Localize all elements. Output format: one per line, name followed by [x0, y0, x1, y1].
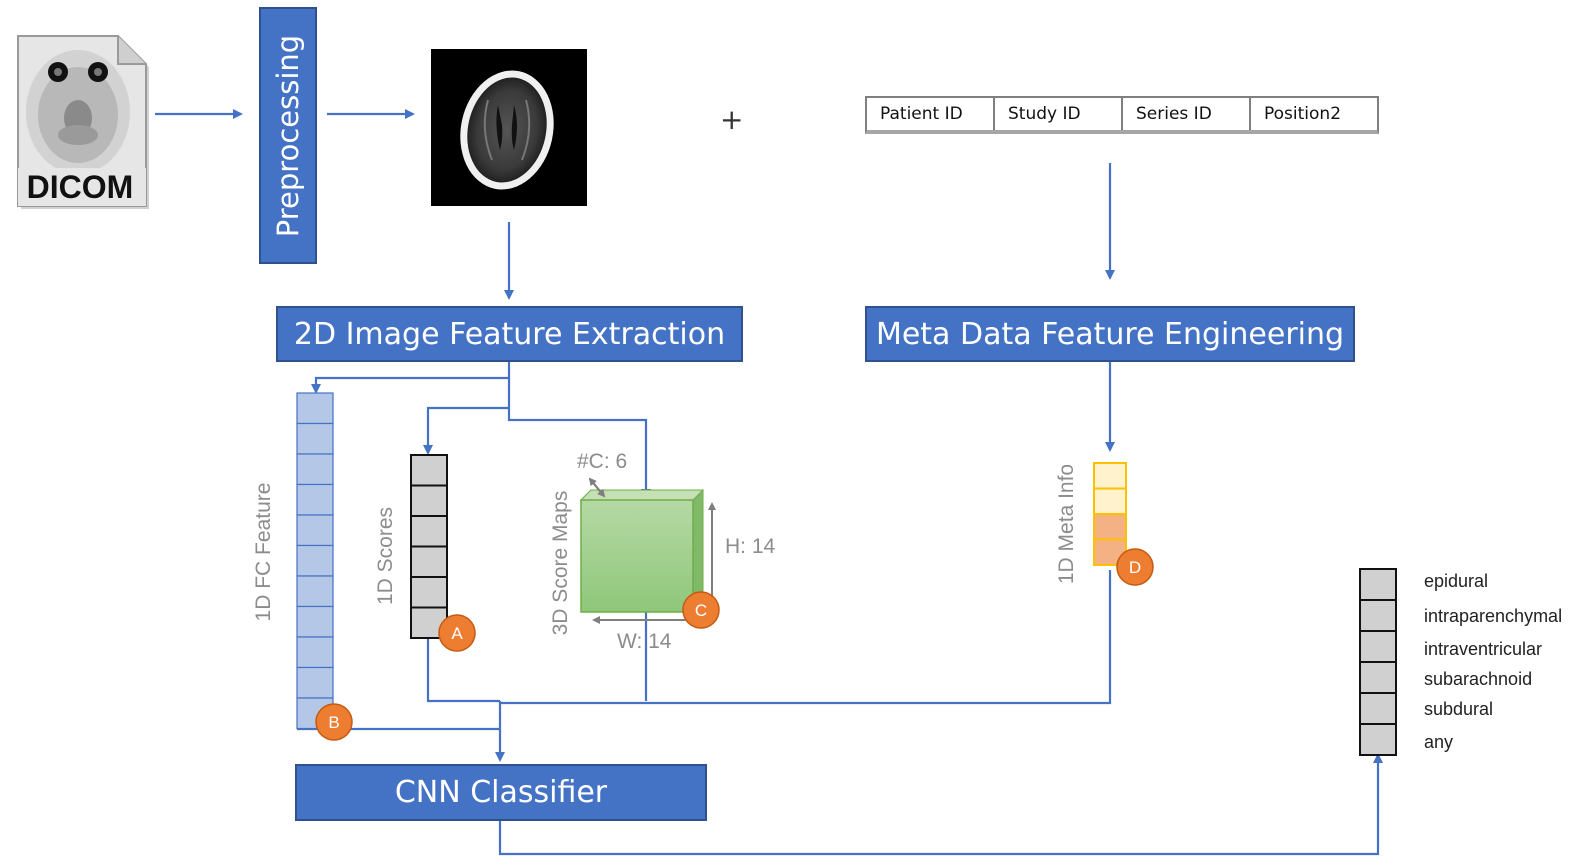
output-cell: [1359, 661, 1397, 694]
arrow-extraction-to-fc: [311, 362, 511, 394]
output-cell: [1359, 568, 1397, 601]
scores-label: 1D Scores: [374, 506, 397, 606]
fc-cell: [296, 453, 334, 486]
fc-cell: [296, 483, 334, 516]
meta-info-cell: [1093, 462, 1127, 490]
cnn-classifier-box: CNN Classifier: [295, 764, 707, 821]
meta-feature-engineering-label: Meta Data Feature Engineering: [875, 316, 1345, 352]
meta-cell-position2: Position2: [1264, 104, 1342, 124]
score-cell: [410, 576, 448, 609]
meta-info-cell: [1093, 513, 1127, 541]
output-label-subarachnoid: subarachnoid: [1424, 669, 1533, 689]
fc-cell: [296, 392, 334, 425]
marker-c-label: C: [695, 601, 707, 620]
line-scores-to-merge: [426, 638, 500, 703]
scores-vector: [410, 454, 448, 639]
dicom-file-icon: [17, 35, 149, 209]
score-maps-label: 3D Score Maps: [549, 490, 572, 636]
line-meta-info-to-merge: [500, 570, 1112, 705]
marker-c-circle: [682, 591, 720, 629]
width-label: W: 14: [617, 630, 672, 653]
arrow-extraction-to-scores: [423, 378, 511, 455]
output-label-intraparenchymal: intraparenchymal: [1424, 606, 1563, 626]
score-cell: [410, 515, 448, 548]
output-label-any: any: [1424, 732, 1454, 752]
meta-cell-series-id: Series ID: [1123, 98, 1251, 130]
meta-feature-engineering-box: Meta Data Feature Engineering: [865, 306, 1355, 362]
channels-label: #C: 6: [577, 450, 628, 473]
output-label-epidural: epidural: [1424, 571, 1489, 591]
marker-layer: A B C D: [315, 548, 1154, 741]
fc-cell: [296, 544, 334, 577]
marker-b-circle: [315, 703, 353, 741]
marker-b-label: B: [328, 713, 339, 732]
preprocessing-box: Preprocessing: [259, 7, 317, 264]
score-cell: [410, 484, 448, 517]
image-feature-extraction-label: 2D Image Feature Extraction: [293, 316, 726, 352]
image-feature-extraction-box: 2D Image Feature Extraction: [276, 306, 743, 362]
plus-operator: +: [720, 103, 744, 136]
height-label: H: 14: [725, 535, 776, 558]
fc-cell: [296, 422, 334, 455]
fc-cell: [296, 605, 334, 638]
meta-info-label: 1D Meta Info: [1055, 463, 1078, 585]
output-cell: [1359, 723, 1397, 756]
arrow-classifier-to-output: [498, 753, 1383, 856]
arrow-extraction-to-score-maps: [507, 408, 651, 499]
output-cell: [1359, 599, 1397, 632]
fc-cell: [296, 666, 334, 699]
dimension-arrows: [588, 477, 716, 624]
marker-a-label: A: [451, 624, 463, 643]
fc-feature-vector: [296, 392, 334, 730]
marker-d-circle: [1116, 548, 1154, 586]
fc-cell: [296, 514, 334, 547]
meta-info-cell: [1093, 487, 1127, 515]
output-cell: [1359, 692, 1397, 725]
fc-feature-label: 1D FC Feature: [252, 482, 275, 622]
connector-arrows: [155, 109, 1383, 856]
brain-ct-image: [431, 49, 587, 206]
meta-cell-patient-id: Patient ID: [867, 98, 995, 130]
output-vector: [1359, 568, 1397, 756]
score-cell: [410, 545, 448, 578]
channel-arrow-back: [588, 477, 605, 497]
marker-d-label: D: [1129, 558, 1141, 577]
preprocessing-label: Preprocessing: [271, 34, 305, 237]
output-label-intraventricular: intraventricular: [1424, 639, 1543, 659]
meta-cell-study-id: Study ID: [995, 98, 1123, 130]
output-label-subdural: subdural: [1424, 699, 1494, 719]
marker-a-circle: [438, 614, 476, 652]
fc-cell: [296, 636, 334, 669]
output-cell: [1359, 630, 1397, 663]
cnn-classifier-label: CNN Classifier: [394, 775, 608, 810]
score-map-cube: [579, 489, 705, 614]
meta-table: Patient ID Study ID Series ID Position2: [865, 96, 1379, 134]
dicom-label: DICOM: [27, 169, 134, 205]
fc-cell: [296, 575, 334, 608]
score-cell: [410, 454, 448, 487]
meta-info-vector: [1093, 462, 1127, 566]
